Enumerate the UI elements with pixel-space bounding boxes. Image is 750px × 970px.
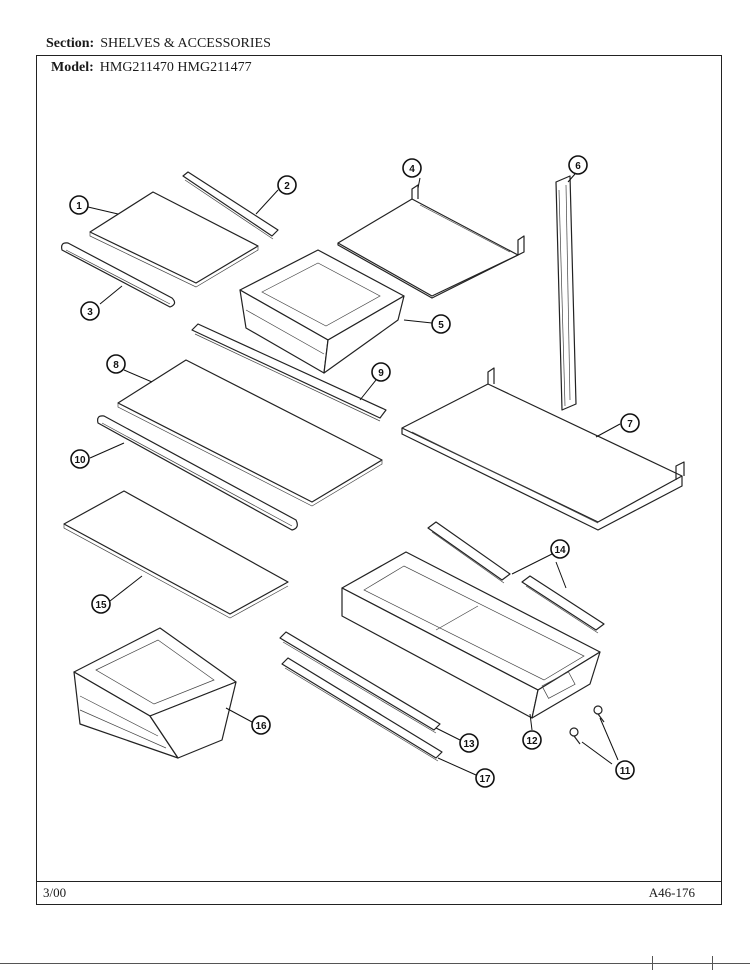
callout-14: 14 (550, 539, 570, 559)
svg-text:2: 2 (284, 181, 290, 192)
part-10-round-trim (97, 415, 298, 531)
svg-text:13: 13 (463, 739, 475, 750)
callout-8: 8 (106, 354, 126, 374)
svg-text:8: 8 (113, 360, 119, 371)
callout-6: 6 (568, 155, 588, 175)
section-value: SHELVES & ACCESSORIES (100, 36, 271, 51)
part-9-trim-strip (191, 323, 387, 422)
callout-13: 13 (459, 733, 479, 753)
bottom-tick (652, 956, 653, 970)
callout-12: 12 (522, 730, 542, 750)
model-value: HMG211470 HMG211477 (99, 60, 252, 75)
part-5-crisper-drawer (239, 249, 405, 374)
part-17-rail (281, 657, 443, 762)
bottom-tick (712, 956, 713, 970)
part-3-round-trim (61, 242, 176, 308)
svg-text:15: 15 (95, 600, 107, 611)
svg-text:12: 12 (526, 736, 538, 747)
callout-7: 7 (620, 413, 640, 433)
svg-text:16: 16 (255, 721, 267, 732)
part-11-screws (569, 705, 605, 745)
callout-11: 11 (615, 760, 635, 780)
part-6-vertical-rail (555, 175, 577, 411)
callout-16: 16 (251, 715, 271, 735)
svg-text:4: 4 (409, 164, 415, 175)
svg-text:5: 5 (438, 320, 444, 331)
part-8-glass-shelf (117, 359, 383, 507)
part-1-glass-shelf (89, 191, 259, 288)
callout-15: 15 (91, 594, 111, 614)
footer-divider (37, 881, 721, 882)
svg-text:1: 1 (76, 201, 82, 212)
footer-code: A46-176 (648, 885, 695, 900)
callout-17: 17 (475, 768, 495, 788)
model-line: Model: HMG211470 HMG211477 (51, 60, 252, 76)
svg-text:6: 6 (575, 161, 581, 172)
section-label: Section: (46, 36, 95, 51)
callout-9: 9 (371, 362, 391, 382)
part-7-large-hanging-shelf (401, 367, 685, 531)
svg-text:3: 3 (87, 307, 93, 318)
part-13-rail (279, 631, 441, 734)
callout-4: 4 (402, 158, 422, 178)
svg-text:10: 10 (74, 455, 86, 466)
callout-10: 10 (70, 449, 90, 469)
svg-text:11: 11 (620, 766, 631, 777)
part-4-hanging-shelf (337, 184, 525, 299)
model-label: Model: (51, 60, 94, 75)
section-line: Section: SHELVES & ACCESSORIES (46, 36, 271, 52)
leader-lines (87, 173, 621, 776)
callout-1: 1 (69, 195, 89, 215)
callout-5: 5 (431, 314, 451, 334)
svg-text:14: 14 (554, 545, 566, 556)
svg-text:17: 17 (479, 774, 491, 785)
part-15-lower-shelf (63, 490, 289, 619)
callout-2: 2 (277, 175, 297, 195)
svg-text:9: 9 (378, 368, 384, 379)
part-16-crisper-drawer (73, 627, 237, 759)
bottom-rule (0, 963, 750, 964)
svg-text:7: 7 (627, 419, 633, 430)
part-12-drawer-frame (341, 551, 601, 719)
callout-3: 3 (80, 301, 100, 321)
part-14-drawer-slides (427, 521, 605, 634)
footer-date: 3/00 (43, 885, 67, 900)
part-2-trim-strip (182, 171, 279, 240)
diagram-frame: Model: HMG211470 HMG211477 3/00 A46-176 (36, 55, 722, 905)
